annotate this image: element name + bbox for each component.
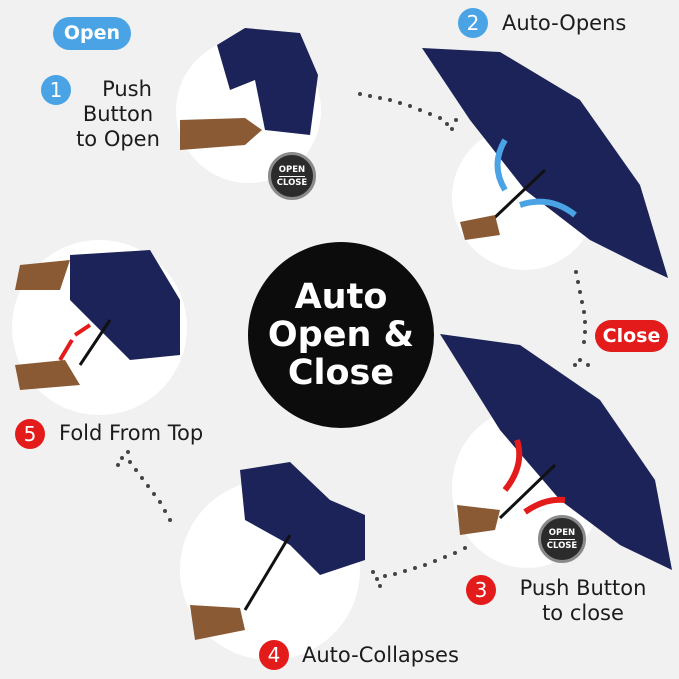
step-3-number: 3 <box>466 575 496 605</box>
center-title-circle: Auto Open & Close <box>248 242 434 428</box>
open-close-button-icon: OPEN CLOSE <box>268 152 316 200</box>
center-title-line: Auto <box>294 277 388 317</box>
close-badge: Close <box>595 320 668 352</box>
step-1-line: Push <box>102 77 152 101</box>
center-title-line: Close <box>287 353 395 393</box>
button-close-text: CLOSE <box>546 540 578 551</box>
button-close-text: CLOSE <box>276 177 308 188</box>
center-title-line: Open & <box>267 315 415 355</box>
step-3-line: to close <box>542 601 624 625</box>
step-2-number: 2 <box>458 8 488 38</box>
step-4-label: Auto-Collapses <box>302 643 459 667</box>
open-badge: Open <box>53 17 131 50</box>
open-close-button-icon: OPEN CLOSE <box>538 515 586 563</box>
step-5-label: Fold From Top <box>59 421 204 445</box>
step-4-number: 4 <box>259 640 289 670</box>
step-1-label: Push Button to Open <box>68 77 168 152</box>
button-open-text: OPEN <box>548 527 576 538</box>
step-1-number: 1 <box>41 75 71 105</box>
step-5-number: 5 <box>15 419 45 449</box>
step-2-label: Auto-Opens <box>502 11 627 35</box>
button-open-text: OPEN <box>278 164 306 175</box>
step-3-line: Push Button <box>519 576 647 600</box>
step-1-line: Button <box>82 102 154 126</box>
step-3-label: Push Button to close <box>508 576 658 626</box>
step-1-line: to Open <box>76 127 160 151</box>
